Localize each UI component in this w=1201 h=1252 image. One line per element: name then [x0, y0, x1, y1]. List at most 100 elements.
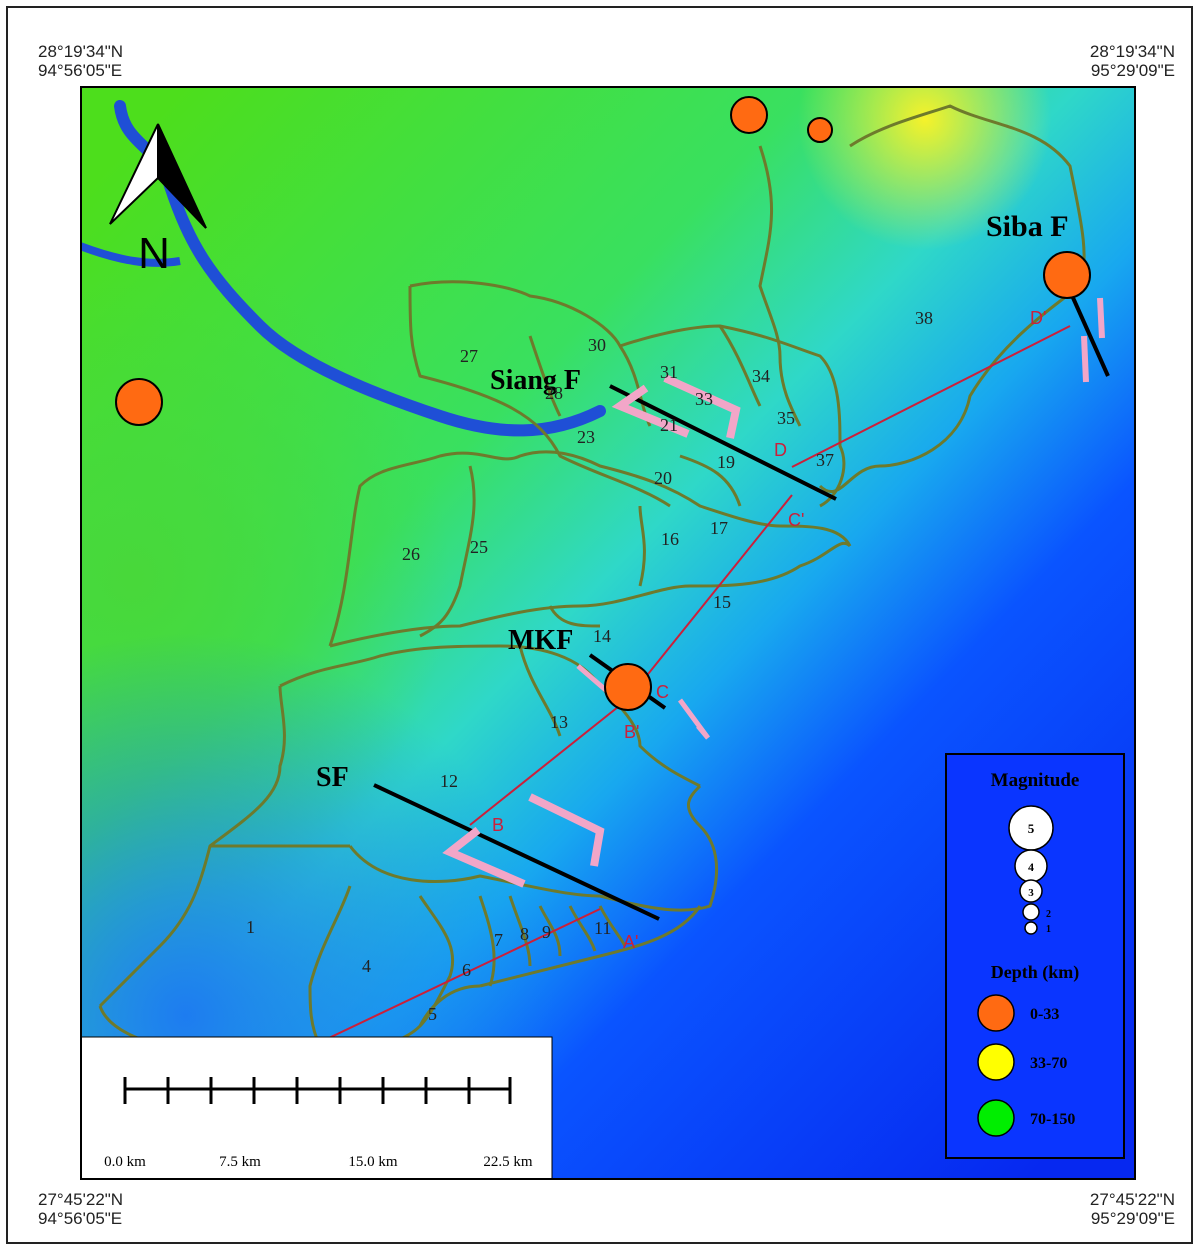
scale-label: 7.5 km [219, 1154, 261, 1170]
basin-25-outline [419, 465, 476, 638]
fault-label-mkf: MKF [508, 625, 573, 656]
legend-magnitude-title: Magnitude [991, 770, 1080, 791]
basin-14-outline [548, 605, 601, 628]
basin-small-south-outline [479, 905, 702, 988]
profile-point-c: C [656, 682, 669, 702]
basin-27-outline [408, 285, 671, 508]
basin-label: 16 [661, 529, 679, 549]
epicenter [1043, 251, 1091, 299]
basin-label: 15 [713, 592, 731, 612]
basin-label: 26 [402, 544, 420, 564]
basin-central-outline [328, 450, 852, 647]
basin-number-labels: 1 2 3 4 5 6 7 8 9 11 12 13 14 15 16 17 1… [246, 308, 933, 1068]
basin-label: 1 [246, 917, 255, 937]
magnitude-label: 3 [1028, 887, 1034, 899]
scale-label: 22.5 km [483, 1154, 533, 1170]
basin-label: 17 [710, 518, 728, 538]
basin-label: 30 [588, 335, 606, 355]
profile-point-labels: A A' B B' C C' D D' [228, 308, 1046, 1105]
scale-bar: 0.0 km 7.5 km 15.0 km 22.5 km [80, 1036, 553, 1180]
fault-label-siang: Siang F [490, 365, 581, 396]
legend-depth-swatches [977, 994, 1015, 1137]
legend: Magnitude 5 4 3 2 1 Depth (km) 0-33 33-7… [945, 753, 1125, 1159]
scale-label: 0.0 km [104, 1154, 146, 1170]
basin-label: 35 [777, 408, 795, 428]
basin-upper-outline [409, 280, 846, 508]
corner-lon: 94°56'05"E [38, 1209, 123, 1228]
map-frame [80, 86, 1136, 1180]
magnitude-label: 1 [1046, 924, 1051, 935]
fault-label-siba: Siba F [986, 210, 1069, 243]
epicenter [115, 378, 163, 426]
sf-slip-arrow-east [528, 793, 605, 867]
depth-swatch-deep [977, 1099, 1015, 1137]
depth-label: 0-33 [1030, 1006, 1059, 1023]
north-arrow-right-half [157, 123, 207, 229]
faults [373, 290, 1110, 921]
map-panel: N Siba F Siang F MKF SF A A' B B' C C' D… [80, 86, 1136, 1180]
basin-label: 7 [494, 930, 503, 950]
corner-lon: 95°29'09"E [1090, 1209, 1175, 1228]
basin-label: 27 [460, 346, 478, 366]
magnitude-circle-3 [1019, 879, 1043, 903]
profile-point-b-prime: B' [624, 722, 639, 742]
profile-d-d [791, 325, 1071, 468]
basin-label: 8 [520, 924, 529, 944]
magnitude-label: 2 [1046, 909, 1051, 920]
basin-15-outline [329, 541, 852, 648]
scale-label: 15.0 km [348, 1154, 398, 1170]
profile-point-b: B [492, 815, 504, 835]
corner-lon: 94°56'05"E [38, 61, 123, 80]
corner-lat: 27°45'22"N [38, 1190, 124, 1209]
profile-point-c-prime: C' [788, 510, 804, 530]
basin-33-outline [718, 325, 762, 407]
basin-17-outline [679, 454, 742, 507]
basin-label: 5 [428, 1004, 437, 1024]
legend-magnitude-circles [1008, 805, 1054, 935]
magnitude-label: 4 [1028, 860, 1034, 874]
corner-lat: 27°45'22"N [1089, 1190, 1175, 1209]
fault-label-sf: SF [316, 762, 349, 793]
basin-7-outline [508, 895, 532, 967]
epicenter [730, 96, 768, 134]
magnitude-circle-1 [1024, 921, 1038, 935]
basin-9-outline [568, 905, 597, 952]
profile-point-a-prime: A' [623, 932, 638, 952]
basin-label: 31 [660, 362, 678, 382]
basin-label: 25 [470, 537, 488, 557]
basin-label: 12 [440, 771, 458, 791]
corner-top-left: 28°19'34"N 94°56'05"E [38, 42, 123, 80]
depth-swatch-shallow [977, 994, 1015, 1032]
basin-label: 33 [695, 389, 713, 409]
basin-label: 28 [545, 383, 563, 403]
siba-slip-arrow-north [1097, 297, 1105, 339]
basin-28-outline [528, 335, 562, 417]
basin-5-outline [418, 895, 455, 1028]
basin-label: 9 [542, 922, 551, 942]
scale-bar-panel [80, 1036, 553, 1180]
basin-35-outline [778, 355, 802, 427]
siang-slip-arrow-west [611, 384, 690, 438]
basin-1-outline [98, 844, 350, 1008]
depth-swatch-intermediate [977, 1043, 1015, 1081]
corner-lat: 28°19'34"N [1089, 42, 1175, 61]
fault-siang-line [609, 384, 837, 501]
corner-lon: 95°29'09"E [1090, 61, 1175, 80]
scale-bar-labels: 0.0 km 7.5 km 15.0 km 22.5 km [104, 1154, 533, 1170]
basin-12-outline [279, 644, 701, 788]
basin-label: 6 [462, 960, 471, 980]
basin-34-outline [758, 145, 782, 357]
slip-arrows [442, 297, 1105, 888]
basin-label: 38 [915, 308, 933, 328]
corner-lat: 28°19'34"N [38, 42, 124, 61]
siba-slip-arrow-south [1081, 335, 1089, 383]
basin-label: 37 [816, 450, 834, 470]
basin-label: 34 [752, 366, 770, 386]
fault-sf-line [373, 783, 660, 921]
mkf-slip-arrow-west [576, 664, 610, 694]
epicenter [604, 663, 652, 711]
magnitude-circle-2 [1022, 903, 1040, 921]
fault-siba-line [1068, 290, 1110, 377]
river-tributary [80, 242, 181, 267]
basin-label: 13 [550, 712, 568, 732]
